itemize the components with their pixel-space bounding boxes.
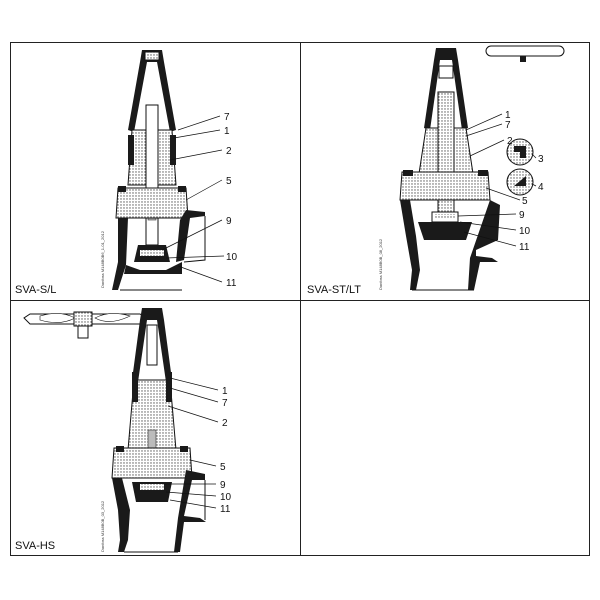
callout-p2-1: 1 [505,110,511,121]
drawing-note-p3: Danfoss M148B0B_03_2012 [100,500,105,552]
callout-p2-9: 9 [519,210,525,221]
callout-p3-10: 10 [220,492,232,503]
callout-p2-2: 2 [507,136,513,147]
callout-p2-10: 10 [519,226,531,237]
callout-p2-11: 11 [519,242,530,253]
callout-p3-9: 9 [220,480,226,491]
callout-p2-7: 7 [505,120,511,131]
callout-p1-9: 9 [226,216,232,227]
callout-p1-5: 5 [226,176,232,187]
grid-divider-horizontal [10,300,590,301]
callout-p1-1: 1 [224,126,230,137]
callout-p3-2: 2 [222,418,228,429]
callout-p3-7: 7 [222,398,228,409]
callout-p3-5: 5 [220,462,226,473]
valve-drawing-sva-st-lt [399,45,565,291]
callout-p2-4: 4 [538,182,544,193]
callout-p1-7: 7 [224,112,230,123]
valve-drawing-sva-hs [23,308,219,553]
callout-p1-11: 11 [226,278,237,289]
panel-caption-sva-hs: SVA-HS [15,540,56,552]
panel-caption-sva-st-lt: SVA-ST/LT [307,284,361,296]
callout-p3-11: 11 [220,504,231,515]
valve-drawing-sva-s-l [112,50,225,291]
callout-p3-1: 1 [222,386,228,397]
grid-divider-vertical [300,42,301,556]
callout-p1-10: 10 [226,252,238,263]
drawing-note-p2: Danfoss M148B0B_08_2012 [378,238,383,290]
panel-caption-sva-s-l: SVA-S/L [15,284,57,296]
callout-p2-5: 5 [522,196,528,207]
drawing-note-p1: Danfoss M148B0B6_1-01_2012 [100,230,105,288]
callout-p2-3: 3 [538,154,544,165]
callout-p1-2: 2 [226,146,232,157]
